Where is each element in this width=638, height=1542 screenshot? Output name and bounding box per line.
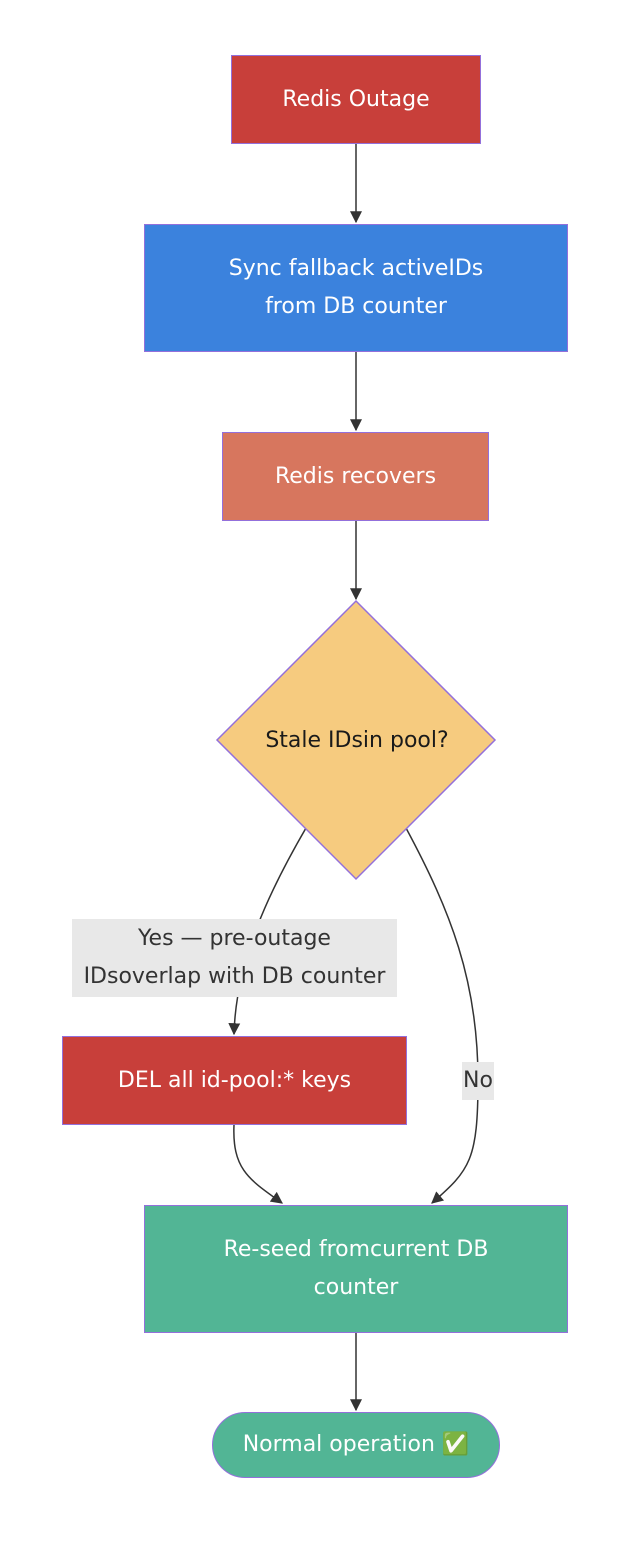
node-redis-outage: Redis Outage — [231, 55, 481, 144]
edge-del-to-reseed — [233, 1124, 283, 1204]
edge-label-yes: Yes — pre-outage IDsoverlap with DB coun… — [72, 919, 397, 997]
node-label: Re-seed fromcurrent DB — [223, 1237, 489, 1262]
edge-label-line: Yes — pre-outage — [138, 926, 331, 951]
decision-stale-ids: Stale IDsin pool? — [218, 720, 496, 760]
edge-label-line: IDsoverlap with DB counter — [83, 964, 386, 989]
node-sync-fallback: Sync fallback activeIDs from DB counter — [144, 224, 568, 352]
node-del-keys: DEL all id-pool:* keys — [62, 1036, 407, 1125]
node-label: Redis Outage — [282, 86, 430, 112]
decision-diamond — [215, 599, 497, 881]
node-normal-operation: Normal operation ✅ — [212, 1412, 500, 1478]
edge-label-no: No — [462, 1062, 494, 1100]
edge-stale-to-reseed — [405, 827, 479, 1204]
node-redis-recovers: Redis recovers — [222, 432, 489, 521]
node-label: Sync fallback activeIDs — [228, 256, 484, 281]
node-label: DEL all id-pool:* keys — [117, 1067, 352, 1093]
node-label: Stale IDsin pool? — [265, 727, 449, 753]
node-label: counter — [313, 1275, 399, 1300]
node-reseed: Re-seed fromcurrent DB counter — [144, 1205, 568, 1333]
node-label: from DB counter — [265, 294, 447, 319]
node-label: Redis recovers — [274, 463, 437, 489]
node-label: Normal operation ✅ — [242, 1432, 470, 1457]
edge-label-line: No — [463, 1068, 493, 1093]
